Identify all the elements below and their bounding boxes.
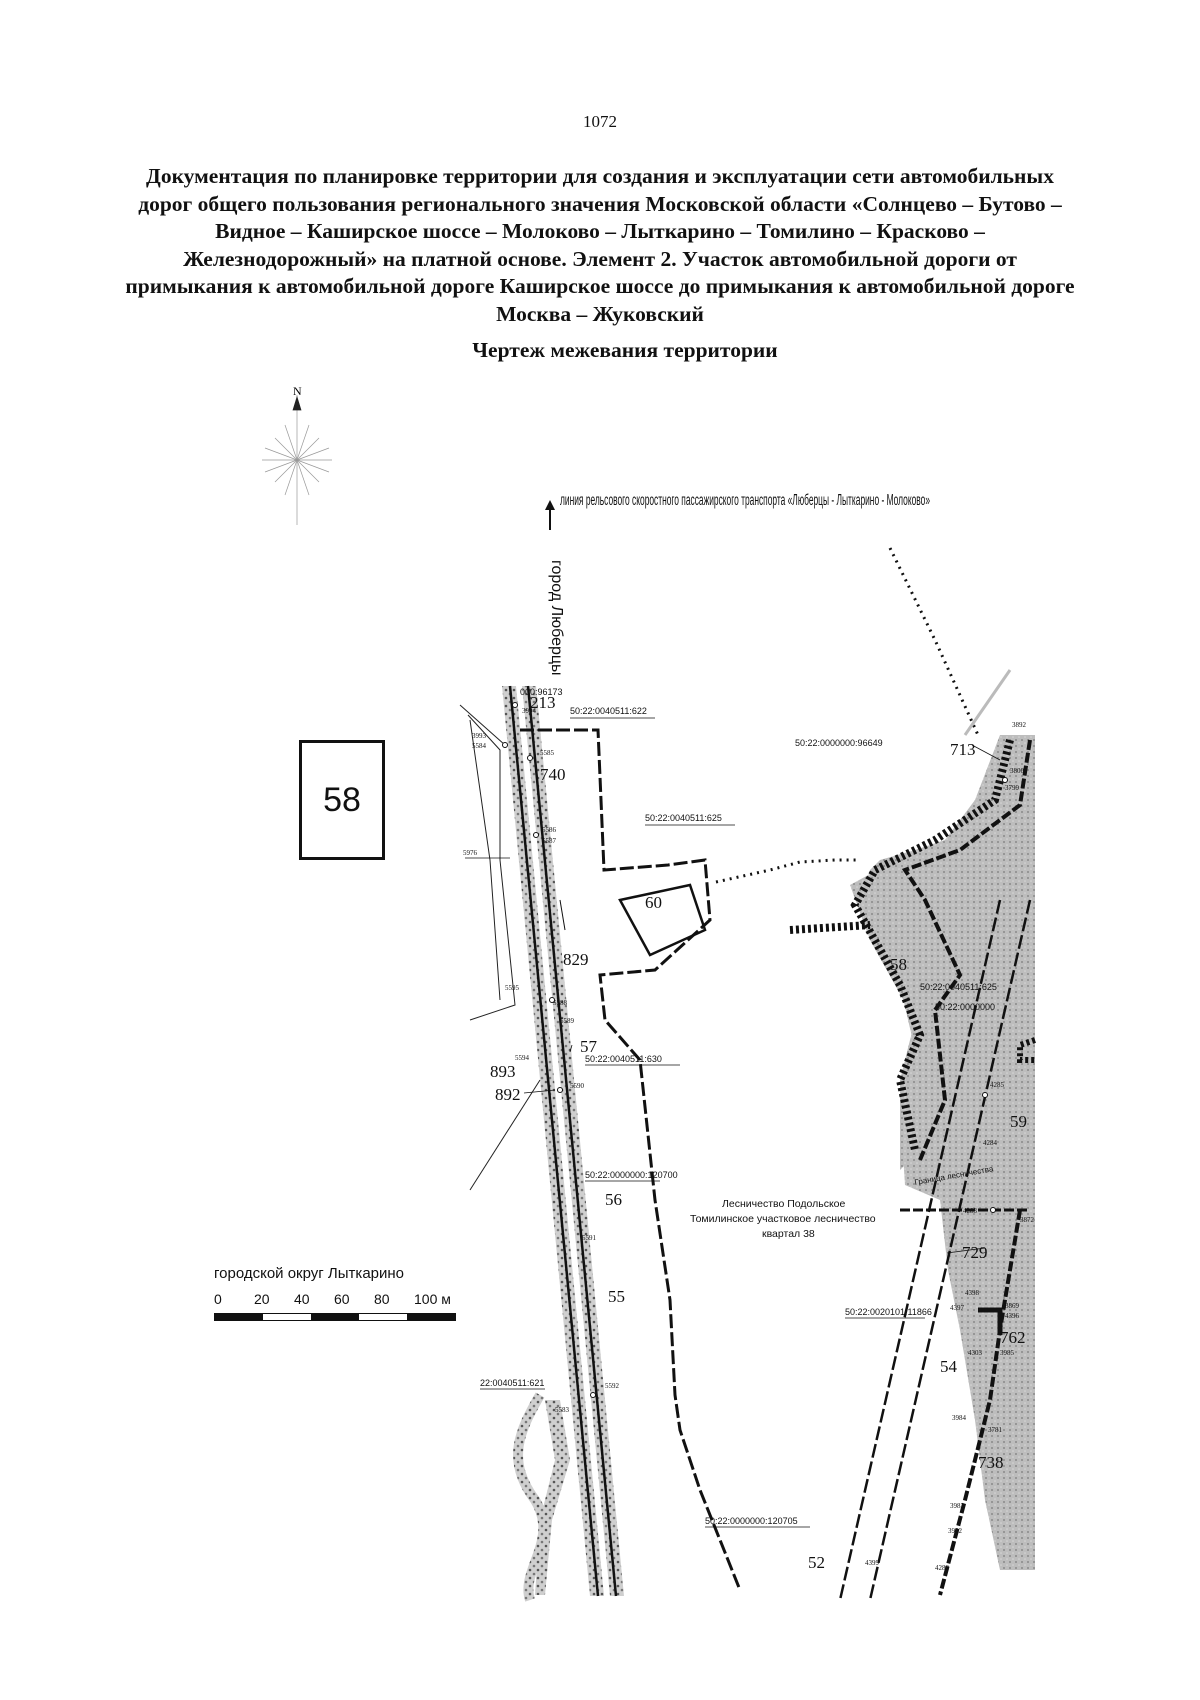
plot-762: 762 (1000, 1328, 1026, 1347)
scale-tick: 100 м (414, 1291, 451, 1307)
survey-points (502, 702, 1008, 1398)
cadastral-622: 50:22:0040511:622 (570, 706, 647, 716)
cadastral-625-right: 50:22:0040511:625 (920, 982, 997, 992)
point-5585: 5585 (540, 749, 555, 757)
cadastral-96649: 50:22:0000000:96649 (795, 738, 883, 748)
scale-tick: 80 (374, 1291, 390, 1307)
point-3800: 3800 (1010, 767, 1025, 775)
cadastral-120705: 50:22:0000000:120705 (705, 1516, 798, 1526)
point-3994: 3994 (522, 707, 537, 715)
plot-52: 52 (808, 1553, 825, 1572)
scale-tick: 40 (294, 1291, 310, 1307)
railway-arrow-icon (545, 500, 555, 530)
district-label: городской округ Лыткарино (214, 1265, 405, 1282)
point-3983: 3983 (950, 1502, 965, 1510)
point-4399: 4399 (865, 1559, 880, 1567)
point-5584: 5584 (472, 742, 487, 750)
plot-60: 60 (645, 893, 662, 912)
scale-bar (214, 1313, 456, 1321)
corridor-boundaries (508, 685, 742, 1597)
forestry-label-2: Томилинское участковое лесничество (690, 1213, 876, 1225)
point-5590: 5590 (570, 1082, 585, 1090)
cadastral-621: 22:0040511:621 (480, 1378, 544, 1388)
point-5976: 5976 (463, 849, 478, 857)
plot-54: 54 (940, 1357, 958, 1376)
plot-738: 738 (978, 1453, 1004, 1472)
cadastral-96173: 000:96173 (520, 687, 563, 697)
point-3781: 3781 (988, 1426, 1003, 1434)
cadastral-11866: 50:22:0020101:11866 (845, 1307, 932, 1317)
leader-lines (465, 717, 1001, 1528)
railway-note-line: линия рельсового скоростного пассажирско… (560, 492, 930, 509)
left-boundary-lines (459, 704, 541, 1191)
point-4303: 4303 (968, 1349, 983, 1357)
point-4282: 4282 (935, 1564, 950, 1572)
cadastral-630: 50:22:0040511:630 (585, 1054, 662, 1064)
scale-tick: 60 (334, 1291, 350, 1307)
point-4284: 4284 (983, 1139, 998, 1147)
point-4283: 4283 (963, 1207, 978, 1215)
point-3799: 3799 (1005, 784, 1020, 792)
drawing-title: Чертеж межевания территории (472, 338, 778, 362)
document-title: Документация по планировке территории дл… (125, 164, 1075, 326)
point-3984: 3984 (952, 1414, 967, 1422)
forest-inner-area (850, 855, 965, 1170)
plot-55: 55 (608, 1287, 625, 1306)
plot-58: 58 (890, 955, 907, 974)
land-survey-map: N (262, 384, 1036, 1602)
sheet-number-box: 58 (299, 740, 385, 860)
side-road (513, 1392, 549, 1602)
cadastral-625: 50:22:0040511:625 (645, 813, 722, 823)
plot-892: 892 (495, 1085, 521, 1104)
point-4396: 4396 (1005, 1312, 1020, 1320)
point-3869: 3869 (1005, 1302, 1020, 1310)
point-5594: 5594 (515, 1054, 530, 1062)
point-5586: 5586 (542, 826, 557, 834)
plot-57: 57 (580, 1037, 598, 1056)
scale-ticks: 0 20 40 60 80 100 м (214, 1291, 456, 1307)
point-5587: 5587 (542, 837, 557, 845)
plot-213: 213 (530, 693, 556, 712)
railway-line (715, 547, 980, 884)
city-label: город Люберцы (548, 560, 565, 676)
point-5592: 5592 (605, 1382, 620, 1390)
page-number: 1072 (583, 112, 617, 131)
point-5589: 5589 (560, 1017, 575, 1025)
north-arrow-icon (262, 395, 332, 525)
point-4397: 4397 (950, 1304, 965, 1312)
point-5583: 5583 (555, 1406, 570, 1414)
point-4285: 4285 (990, 1081, 1005, 1089)
plot-893: 893 (490, 1062, 516, 1081)
cadastral-0000-right: 50:22:0000000 (935, 1002, 995, 1012)
forestry-label-3: квартал 38 (762, 1228, 815, 1240)
plot-56: 56 (605, 1190, 622, 1209)
forestry-label-1: Лесничество Подольское (722, 1198, 846, 1210)
plot-729: 729 (962, 1243, 988, 1262)
railway-grey-line (963, 669, 1012, 736)
north-label: N (293, 384, 302, 398)
point-5588: 5588 (553, 999, 568, 1007)
cadastral-120700: 50:22:0000000:120700 (585, 1170, 678, 1180)
point-3993: 3993 (472, 732, 487, 740)
point-3982: 3982 (948, 1527, 963, 1535)
point-5591: 5591 (582, 1234, 597, 1242)
plot-59: 59 (1010, 1112, 1027, 1131)
scale-block: городской округ Лыткарино 0 20 40 60 80 … (214, 1265, 456, 1321)
scale-tick: 0 (214, 1291, 222, 1307)
point-4398: 4398 (965, 1289, 980, 1297)
plot-829: 829 (563, 950, 589, 969)
point-3985: 3985 (1000, 1349, 1015, 1357)
point-3872: 3872 (1020, 1216, 1035, 1224)
right-road-corridors (789, 739, 1036, 1601)
point-3892: 3892 (1012, 721, 1027, 729)
plot-740: 740 (540, 765, 566, 784)
point-5595: 5595 (505, 984, 520, 992)
scale-tick: 20 (254, 1291, 270, 1307)
plot-713: 713 (950, 740, 976, 759)
